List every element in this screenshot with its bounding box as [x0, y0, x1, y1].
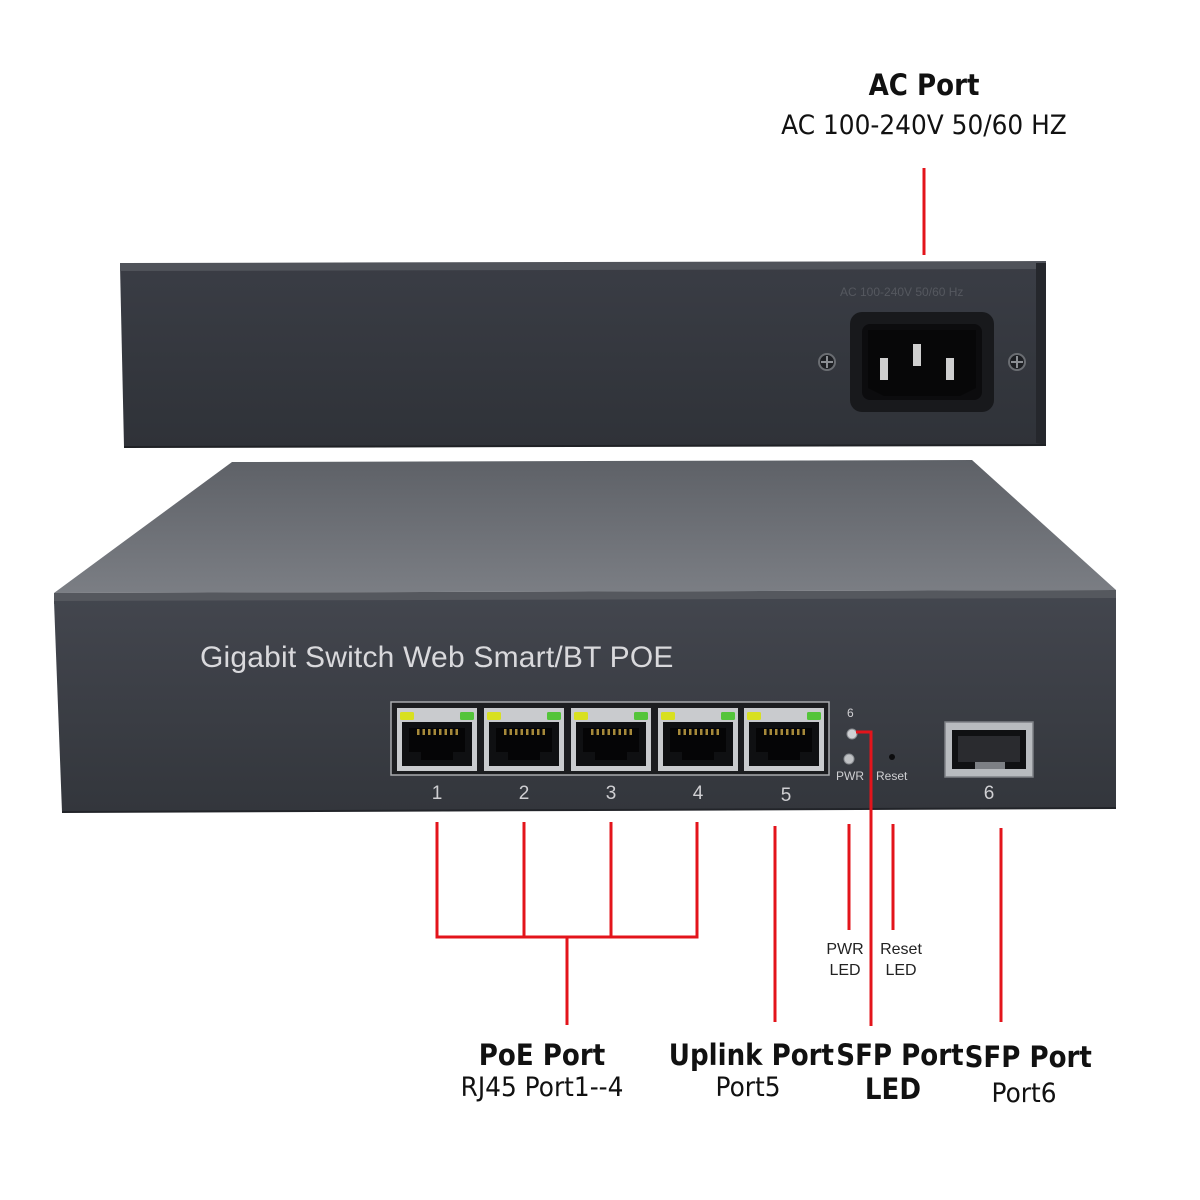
- rear-voltage-engraving: AC 100-240V 50/60 Hz: [840, 285, 964, 299]
- callout-uplink-port: Uplink Port Port5: [660, 1038, 836, 1104]
- port-number-6: 6: [983, 783, 995, 804]
- port-1-led-link: [400, 712, 414, 720]
- port-5-led-act: [807, 712, 821, 720]
- callout-lines: [435, 168, 1003, 1026]
- callout-uplink-port-title: Uplink Port: [668, 1038, 835, 1072]
- callout-ac-port-title: AC Port: [868, 68, 980, 102]
- callout-reset-led-line1: Reset: [880, 941, 922, 958]
- port-4-led-link: [661, 712, 675, 720]
- rj45-port-1: [397, 708, 477, 771]
- callout-poe-port-subtitle: RJ45 Port1--4: [460, 1072, 624, 1104]
- port-3-led-act: [634, 712, 648, 720]
- callout-sfp-port-subtitle: Port6: [991, 1078, 1057, 1110]
- screw-left-icon: [818, 353, 836, 371]
- led-number-6: 6: [847, 706, 854, 720]
- pwr-led: [843, 753, 855, 765]
- port-3-led-link: [574, 712, 588, 720]
- screw-right-icon: [1008, 353, 1026, 371]
- callout-poe-port: PoE Port RJ45 Port1--4: [440, 1038, 644, 1104]
- port-number-4: 4: [692, 783, 704, 804]
- callout-pwr-led: PWR LED: [815, 940, 875, 982]
- port-number-5: 5: [780, 785, 792, 806]
- reset-button: [889, 754, 895, 760]
- callout-poe-port-title: PoE Port: [478, 1038, 606, 1072]
- rj45-port-3: [571, 708, 651, 771]
- sfp-port-led: [846, 728, 858, 740]
- port-4-led-act: [721, 712, 735, 720]
- callout-pwr-led-line1: PWR: [826, 941, 864, 958]
- pwr-label: PWR: [836, 769, 864, 783]
- port-5-led-link: [747, 712, 761, 720]
- sfp-cage: [944, 721, 1034, 778]
- port-2-led-act: [547, 712, 561, 720]
- rear-chassis: [120, 261, 1047, 448]
- port-1-led-act: [460, 712, 474, 720]
- callout-uplink-port-subtitle: Port5: [715, 1072, 781, 1104]
- port-number-2: 2: [518, 783, 530, 804]
- callout-sfp-port-led: SFP Port LED: [830, 1038, 964, 1107]
- callout-pwr-led-line2: LED: [829, 961, 861, 979]
- callout-line-poe-bracket: [435, 822, 699, 939]
- port-2-led-link: [487, 712, 501, 720]
- ac-inlet: [850, 312, 994, 412]
- port-number-3: 3: [605, 783, 617, 804]
- callout-sfp-port: SFP Port Port6: [958, 1040, 1092, 1110]
- reset-label: Reset: [876, 769, 908, 783]
- rj45-port-5: [744, 708, 824, 771]
- callout-reset-led: Reset LED: [870, 940, 932, 982]
- front-label: Gigabit Switch Web Smart/BT POE: [200, 641, 674, 674]
- callout-ac-port-subtitle: AC 100-240V 50/60 HZ: [781, 110, 1067, 142]
- rj45-port-4: [658, 708, 738, 771]
- callout-sfp-led-line2: LED: [864, 1072, 922, 1107]
- port-number-1: 1: [431, 783, 443, 804]
- callout-ac-port: AC Port AC 100-240V 50/60 HZ: [724, 68, 1124, 142]
- rj45-port-2: [484, 708, 564, 771]
- callout-reset-led-line2: LED: [885, 961, 917, 979]
- callout-sfp-port-title: SFP Port: [964, 1040, 1092, 1074]
- callout-line-sfp-led: [856, 730, 873, 1026]
- callout-sfp-led-line1: SFP Port: [836, 1038, 964, 1072]
